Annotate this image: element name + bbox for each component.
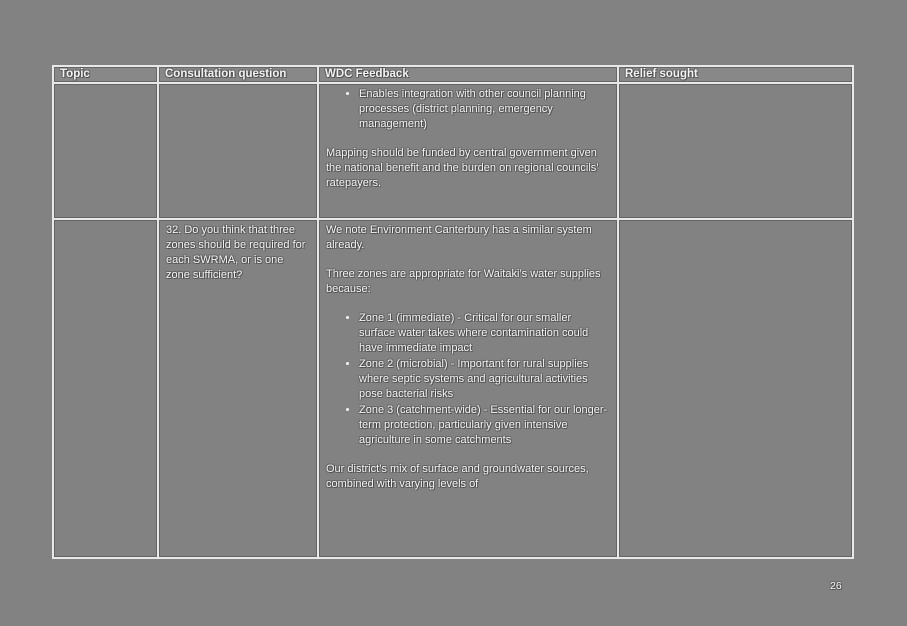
- cell-question: 32. Do you think that three zones should…: [157, 218, 319, 559]
- feedback-paragraph: Our district’s mix of surface and ground…: [326, 463, 589, 490]
- table-row: 32. Do you think that three zones should…: [52, 218, 854, 559]
- feedback-paragraph: Mapping should be funded by central gove…: [326, 147, 599, 189]
- consultation-table: Topic Consultation question WDC Feedback…: [52, 65, 854, 559]
- cell-feedback: We note Environment Canterbury has a sim…: [317, 218, 619, 559]
- feedback-bullet: Zone 1 (immediate) - Critical for our sm…: [359, 311, 610, 356]
- col-header-wdc-feedback: WDC Feedback: [317, 65, 619, 84]
- page-number: 26: [830, 580, 842, 592]
- cell-topic: [52, 82, 159, 220]
- cell-topic: [52, 218, 159, 559]
- feedback-bullet-list: Enables integration with other council p…: [326, 87, 610, 132]
- col-header-consultation-question: Consultation question: [157, 65, 319, 84]
- table-row: Enables integration with other council p…: [52, 82, 854, 220]
- feedback-paragraph: Three zones are appropriate for Waitaki’…: [326, 268, 601, 295]
- feedback-paragraph: We note Environment Canterbury has a sim…: [326, 224, 592, 251]
- cell-relief: [617, 218, 854, 559]
- cell-relief: [617, 82, 854, 220]
- feedback-bullet: Enables integration with other council p…: [359, 87, 610, 132]
- feedback-bullet: Zone 3 (catchment-wide) - Essential for …: [359, 403, 610, 448]
- feedback-bullet: Zone 2 (microbial) - Important for rural…: [359, 357, 610, 402]
- table-header-row: Topic Consultation question WDC Feedback…: [52, 65, 854, 84]
- cell-question: [157, 82, 319, 220]
- col-header-relief-sought: Relief sought: [617, 65, 854, 84]
- feedback-bullet-list: Zone 1 (immediate) - Critical for our sm…: [326, 311, 610, 448]
- cell-feedback: Enables integration with other council p…: [317, 82, 619, 220]
- col-header-topic: Topic: [52, 65, 159, 84]
